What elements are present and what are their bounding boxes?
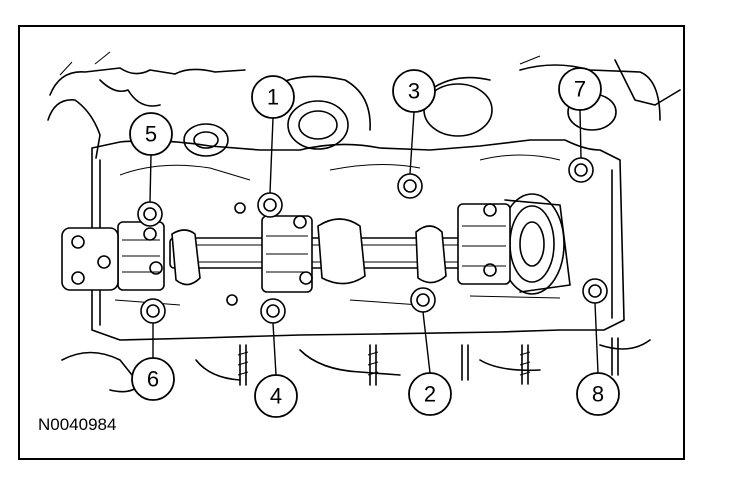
callout-leaders: [149, 109, 599, 376]
callout-2-label: 2: [424, 382, 436, 407]
bolt-7-head: [568, 157, 594, 183]
callout-5: 5: [129, 112, 173, 156]
bolt-1-head: [257, 192, 283, 218]
callout-7-label: 7: [574, 77, 586, 102]
callout-1-label: 1: [267, 85, 279, 110]
callout-2: 2: [408, 372, 452, 416]
callout-4: 4: [254, 374, 298, 418]
callout-3: 3: [392, 69, 436, 113]
bolt-5-head: [137, 201, 163, 227]
bolt-3-head: [397, 173, 423, 199]
callout-6: 6: [131, 357, 175, 401]
callout-8-label: 8: [592, 382, 604, 407]
bolt-8-head: [582, 278, 608, 304]
bolt-2-head: [410, 287, 436, 313]
callout-1: 1: [251, 75, 295, 119]
callout-7: 7: [558, 67, 602, 111]
figure-id: N0040984: [38, 415, 116, 434]
callout-3-label: 3: [408, 79, 420, 104]
callout-8: 8: [576, 372, 620, 416]
callout-4-label: 4: [270, 384, 282, 409]
bolt-4-head: [260, 298, 286, 324]
callout-5-label: 5: [145, 122, 157, 147]
bolt-6-head: [140, 298, 166, 324]
callout-6-label: 6: [147, 367, 159, 392]
engine-illustration: [47, 51, 681, 393]
